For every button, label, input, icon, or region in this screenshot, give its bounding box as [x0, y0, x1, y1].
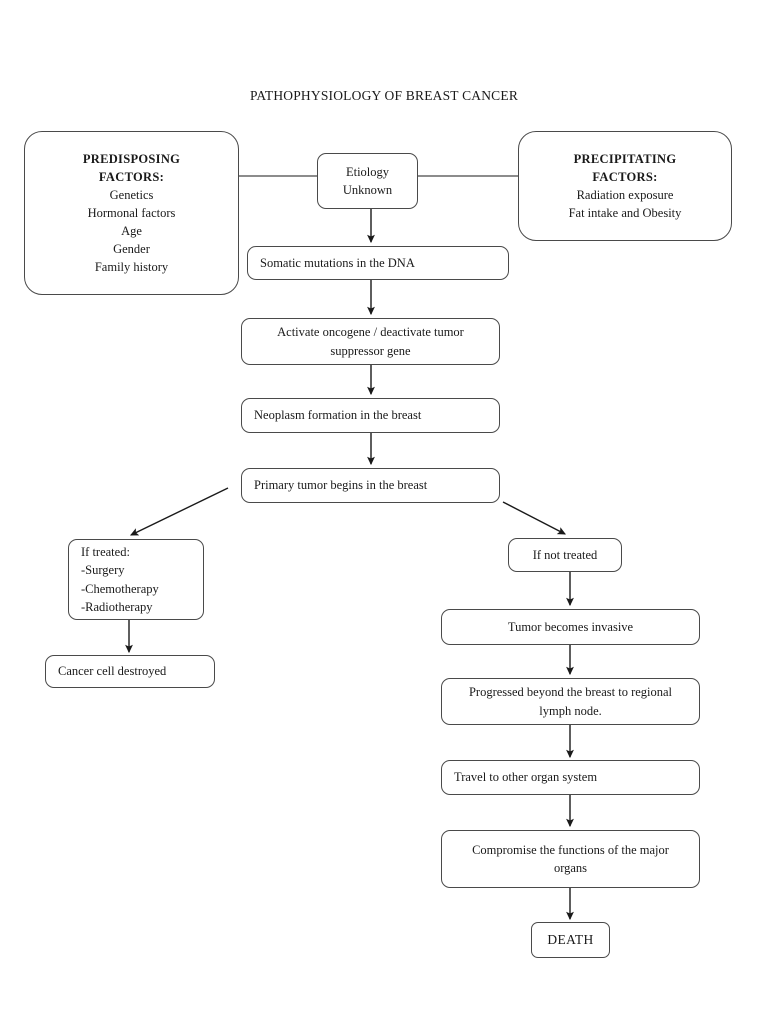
node-somatic-mutations[interactable]: Somatic mutations in the DNA: [247, 246, 509, 280]
precipitating-item-fat-intake-obesity: Fat intake and Obesity: [568, 206, 682, 221]
death-line1: DEATH: [547, 932, 594, 948]
compromise-line1: Compromise the functions of the major: [472, 842, 669, 857]
predisposing-item-age: Age: [121, 224, 142, 239]
edge-primary-if-not-treated: [502, 501, 566, 535]
precipitating-heading-line2: FACTORS:: [592, 169, 658, 184]
predisposing-heading-line1: PREDISPOSING: [82, 151, 181, 166]
if-treated-option-surgery: -Surgery: [81, 563, 125, 578]
page-title: PATHOPHYSIOLOGY OF BREAST CANCER: [249, 88, 519, 103]
edge-primary-if-treated: [129, 487, 229, 536]
invasive-line1: Tumor becomes invasive: [507, 619, 634, 634]
somatic-line1: Somatic mutations in the DNA: [260, 255, 415, 270]
predisposing-item-gender: Gender: [113, 242, 150, 257]
regional-line1: Progressed beyond the breast to regional: [468, 685, 673, 700]
node-death[interactable]: DEATH: [531, 922, 610, 958]
node-cancer-cell-destroyed[interactable]: Cancer cell destroyed: [45, 655, 215, 688]
predisposing-item-family-history: Family history: [94, 260, 169, 275]
regional-line2: lymph node.: [539, 703, 602, 718]
predisposing-item-genetics: Genetics: [109, 187, 154, 202]
etiology-line1: Etiology: [345, 164, 390, 179]
primary-line1: Primary tumor begins in the breast: [254, 478, 428, 493]
compromise-line2: organs: [553, 861, 588, 875]
if-treated-option-radiotherapy: -Radiotherapy: [81, 599, 153, 614]
node-activate-oncogene[interactable]: Activate oncogene / deactivate tumor sup…: [241, 318, 500, 365]
node-etiology-unknown[interactable]: Etiology Unknown: [317, 153, 418, 209]
node-compromise-major-organs[interactable]: Compromise the functions of the major or…: [441, 830, 700, 888]
node-if-not-treated[interactable]: If not treated: [508, 538, 622, 572]
node-if-treated[interactable]: If treated: -Surgery -Chemotherapy -Radi…: [68, 539, 204, 620]
if-treated-option-chemotherapy: -Chemotherapy: [81, 581, 159, 596]
travel-line1: Travel to other organ system: [454, 770, 598, 785]
precipitating-item-radiation-exposure: Radiation exposure: [576, 188, 674, 202]
node-travel-other-organ-system[interactable]: Travel to other organ system: [441, 760, 700, 795]
oncogene-line2: suppressor gene: [330, 343, 411, 358]
neoplasm-line1: Neoplasm formation in the breast: [254, 408, 422, 423]
node-neoplasm-formation[interactable]: Neoplasm formation in the breast: [241, 398, 500, 433]
precipitating-heading-line1: PRECIPITATING: [573, 151, 677, 166]
node-predisposing-factors[interactable]: PREDISPOSING FACTORS: Genetics Hormonal …: [24, 131, 239, 295]
predisposing-item-hormonal-factors: Hormonal factors: [87, 205, 176, 220]
oncogene-line1: Activate oncogene / deactivate tumor: [277, 325, 464, 340]
node-primary-tumor[interactable]: Primary tumor begins in the breast: [241, 468, 500, 503]
destroyed-line1: Cancer cell destroyed: [58, 664, 167, 679]
etiology-line2: Unknown: [342, 183, 393, 197]
if-treated-line1: If treated:: [81, 545, 130, 560]
node-progressed-regional-lymph-node[interactable]: Progressed beyond the breast to regional…: [441, 678, 700, 725]
node-tumor-becomes-invasive[interactable]: Tumor becomes invasive: [441, 609, 700, 645]
predisposing-heading-line2: FACTORS:: [98, 169, 165, 184]
if-not-treated-line1: If not treated: [532, 547, 598, 562]
node-precipitating-factors[interactable]: PRECIPITATING FACTORS: Radiation exposur…: [518, 131, 732, 241]
